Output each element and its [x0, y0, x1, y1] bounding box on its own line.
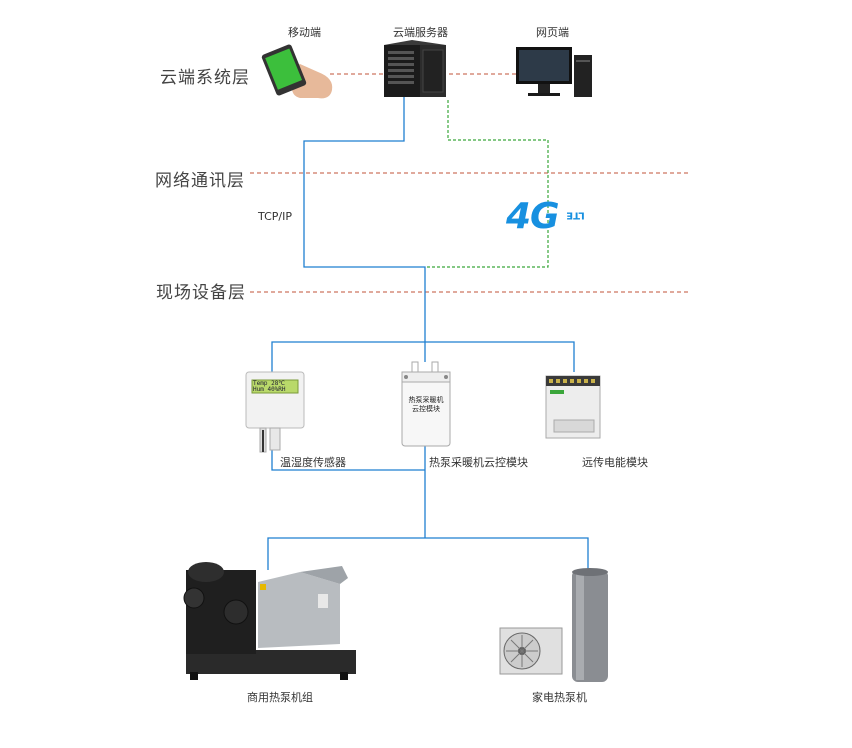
module-panel-title: 热泵采暖机 [408, 396, 444, 404]
lte-line [426, 100, 549, 268]
commercial-heat-pump-image [183, 562, 356, 680]
module-panel: 热泵采暖机 云控模块 [404, 396, 448, 414]
lte-main-text: 4G [506, 196, 560, 237]
sensor-hum-label: Hum [253, 386, 264, 393]
sensor-temp-value: 28℃ [271, 380, 286, 387]
cloud-layer-label: 云端系统层 [160, 68, 250, 88]
field-layer-label: 现场设备层 [156, 283, 246, 303]
module-label: 热泵采暖机云控模块 [429, 456, 528, 469]
sensor-display: Temp 28℃ Hum 40%RH [253, 381, 297, 393]
sensor-label: 温湿度传感器 [280, 456, 346, 469]
network-layer-label: 网络通讯层 [155, 171, 245, 191]
desktop-computer-image [516, 47, 592, 97]
meter-label: 远传电能模块 [582, 456, 648, 469]
mobile-phone-image [261, 44, 333, 99]
server-image [384, 40, 446, 97]
control-module-image [401, 361, 451, 447]
sensor-hum-value: 40%RH [267, 386, 286, 393]
module-panel-subtitle: 云控模块 [412, 405, 440, 413]
energy-meter-image [545, 375, 601, 439]
server-label: 云端服务器 [393, 26, 448, 39]
field-bus-top [271, 341, 575, 372]
equipment-bus [267, 537, 589, 570]
mobile-label: 移动端 [288, 26, 321, 39]
commercial-unit-label: 商用热泵机组 [247, 691, 313, 704]
household-unit-label: 家电热泵机 [532, 691, 587, 704]
lte-sub-text: LTE [566, 209, 585, 221]
lte-logo: 4G LTE [500, 196, 592, 240]
web-label: 网页端 [536, 26, 569, 39]
tcpip-line [303, 96, 426, 340]
sensor-temp-label: Temp [253, 380, 268, 387]
household-heat-pump-image [499, 568, 608, 682]
tcpip-label: TCP/IP [258, 210, 292, 223]
sensor-image [245, 371, 305, 453]
sensor-link-bottom [271, 448, 425, 471]
